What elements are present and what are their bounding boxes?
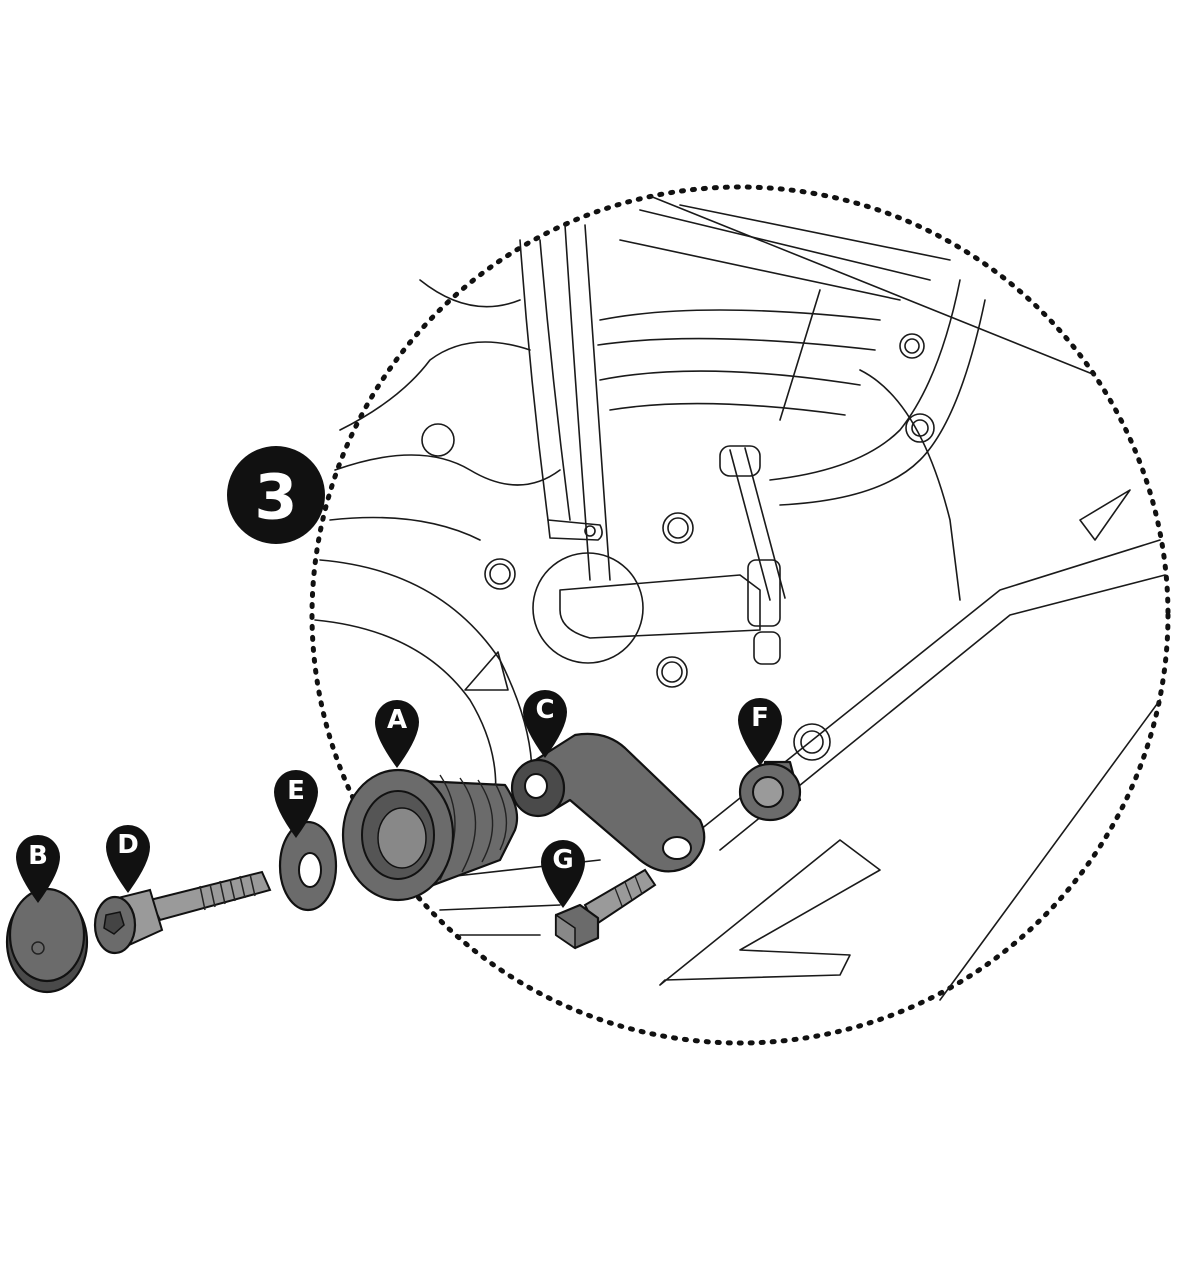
callout-e-label: E [287, 776, 305, 806]
callout-a: A [375, 700, 419, 768]
callout-c-label: C [535, 695, 554, 725]
callout-a-label: A [387, 705, 407, 735]
callout-b-label: B [28, 841, 48, 871]
engine-line-art [314, 195, 1166, 1001]
step-badge: 3 [227, 446, 325, 544]
detail-view-circle [309, 184, 1171, 1046]
part-d-socket-bolt [93, 870, 272, 955]
part-b-end-cap [5, 887, 89, 994]
part-f-spacer [738, 760, 802, 822]
part-e-washer [278, 820, 338, 912]
callout-e: E [274, 770, 318, 838]
part-c-bracket [510, 732, 706, 873]
callout-g-label: G [552, 845, 573, 875]
callout-f: F [738, 698, 782, 766]
callout-c: C [523, 690, 567, 758]
part-a-frame-slider [341, 768, 519, 902]
callout-b: B [16, 835, 60, 903]
callout-g: G [541, 840, 585, 908]
part-g-hex-bolt [554, 868, 657, 950]
callout-d: D [106, 825, 150, 893]
step-number: 3 [254, 461, 297, 534]
callout-f-label: F [751, 703, 769, 733]
callout-d-label: D [117, 830, 139, 860]
